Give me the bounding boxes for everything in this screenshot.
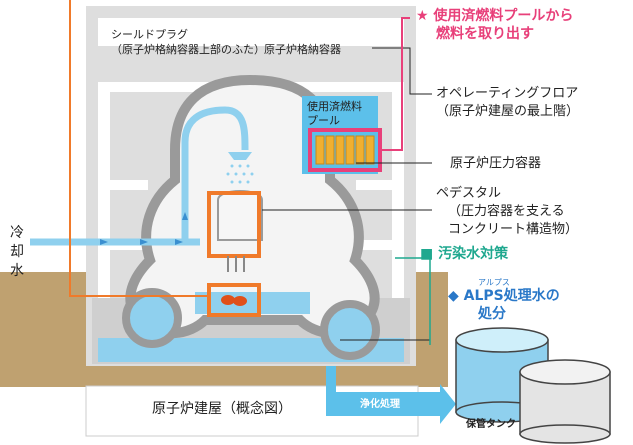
flow-arrows (100, 212, 188, 245)
pressure-vessel-frame (207, 191, 261, 258)
cooling-water-label-2: 却 (10, 244, 24, 260)
suppression-chamber-right (320, 300, 380, 360)
alps-label-2: 処分 (478, 306, 506, 322)
pressure-vessel-label: 原子炉圧力容器 (450, 156, 542, 171)
leader-lines (262, 47, 432, 341)
cooling-water-label-1: 冷 (10, 225, 24, 241)
pedestal-label-3: コンクリート構造物） (448, 222, 579, 237)
building-caption: 原子炉建屋（概念図） (152, 401, 292, 417)
storage-tank-label: 保管タンク (466, 419, 516, 430)
spent-fuel-pool-label-1: 使用済燃料 (307, 100, 362, 113)
purification-arrow (326, 366, 456, 424)
purification-label: 浄化処理 (360, 399, 400, 410)
pink-leader-line (380, 17, 410, 151)
pressure-vessel (217, 190, 263, 241)
alps-label-1: ◆ ALPS処理水の (448, 288, 560, 304)
cooling-water-label-3: 水 (10, 263, 24, 279)
spent-fuel-pool-label-2: プール (307, 114, 340, 127)
fuel-debris (221, 295, 247, 306)
spray-nozzle (226, 152, 254, 184)
suppression-chamber-left (122, 288, 182, 348)
fuel-removal-label-2: 燃料を取り出す (436, 26, 534, 42)
storage-tank-gray (519, 359, 611, 444)
orange-leader-lines (69, 0, 209, 297)
pedestal-label-2: （圧力容器を支える (448, 204, 565, 219)
operating-floor-label-1: オペレーティングフロア (436, 86, 579, 101)
fuel-removal-label-1: ★ 使用済燃料プールから (416, 8, 574, 24)
cooling-water-pipe (30, 106, 249, 246)
pedestal-frame (207, 283, 261, 317)
teal-leader-line (395, 257, 431, 345)
containment-water (195, 292, 310, 314)
fuel-assemblies (315, 135, 375, 165)
shield-plug-label-2: （原子炉格納容器上部のふた） (111, 43, 265, 56)
control-rods (227, 256, 245, 272)
operating-floor-label-2: （原子炉建屋の最上階） (436, 104, 580, 119)
pedestal-label-1: ペデスタル (436, 186, 502, 201)
containment-vessel-label: 原子炉格納容器 (264, 43, 341, 56)
contaminated-water-label: ■ 汚染水対策 (420, 246, 509, 262)
shield-plug-label-1: シールドプラグ (111, 28, 188, 41)
alps-ruby: アルプス (478, 278, 510, 287)
